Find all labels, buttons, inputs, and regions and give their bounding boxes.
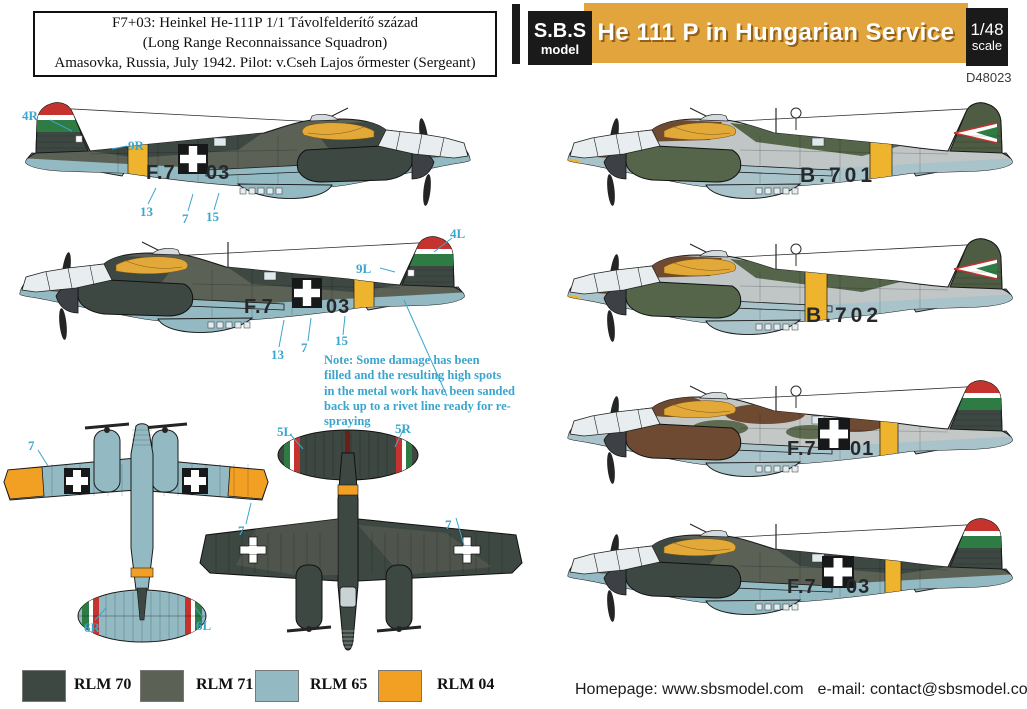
callout-label-9l-6: 9L (356, 261, 372, 276)
callout-label-7-10: 7 (28, 438, 35, 453)
callout-label-13-2: 13 (140, 204, 153, 219)
header-left-endcap (512, 4, 520, 64)
color-swatch-rlm70 (22, 670, 66, 702)
aircraft-profile-B701 (567, 102, 1013, 206)
code-r2: B.702 (806, 304, 883, 327)
scale-word: scale (971, 38, 1003, 54)
callout-label-7-8: 7 (301, 340, 308, 355)
brand-logo: S.B.S model (528, 11, 592, 65)
callout-label-4l-5: 4L (450, 226, 466, 241)
code-r3-suffix: 01 (850, 438, 875, 460)
plan-view-topside (199, 429, 523, 651)
brand-sub: model (540, 41, 580, 57)
color-swatch-rlm71 (140, 670, 184, 702)
callout-label-15-4: 15 (206, 209, 219, 224)
color-swatch-rlm65 (255, 670, 299, 702)
code-r1: B.701 (800, 164, 877, 187)
subject-line-1: F7+03: Heinkel He-111P 1/1 Távolfelderít… (111, 15, 419, 32)
code-l1-prefix: F.7 (146, 162, 176, 184)
scale-value: 1/48 (970, 19, 1004, 39)
footer: Homepage: www.sbsmodel.com e-mail: contac… (575, 681, 1027, 699)
aircraft-profile-F7-03-left-side (19, 236, 465, 340)
subject-line-2: (Long Range Reconnaissance Squadron) (142, 35, 388, 52)
aircraft-profile-B702 (567, 238, 1013, 342)
email-text: e-mail: contact@sbsmodel.com (817, 681, 1027, 698)
legend-label-rlm71: RLM 71 (196, 676, 254, 693)
callout-label-9r-1: 9R (128, 138, 144, 153)
note-text: Note: Some damage has been filled and th… (324, 353, 515, 428)
brand-name: S.B.S (533, 19, 587, 42)
code-r4-prefix: F.7 (787, 576, 817, 598)
plan-view-underside (3, 422, 269, 643)
callout-label-13-7: 13 (271, 347, 284, 362)
code-l2-suffix: 03 (326, 296, 351, 318)
callout-label-6r-12: 6R (84, 620, 100, 635)
callout-label-15-9: 15 (335, 333, 348, 348)
callout-label-5l-14: 5L (277, 424, 293, 439)
aircraft-profile-F7-03-side (567, 518, 1013, 622)
aircraft-profile-F7-03-right-side (25, 102, 471, 206)
code-l1-suffix: 03 (206, 162, 231, 184)
aircraft-profile-F7-01 (567, 380, 1013, 484)
code-l2-prefix: F.7 (244, 296, 274, 318)
subject-line-3: Amasovka, Russia, July 1942. Pilot: v.Cs… (54, 54, 476, 71)
code-r3-prefix: F.7 (787, 438, 817, 460)
code-r4-suffix: 03 (846, 576, 871, 598)
callout-label-7-11: 7 (238, 523, 245, 538)
callout-label-4r-0: 4R (22, 108, 38, 123)
homepage-text: Homepage: www.sbsmodel.com (575, 681, 804, 698)
legend-label-rlm70: RLM 70 (74, 676, 132, 693)
color-swatch-rlm04 (378, 670, 422, 702)
legend-label-rlm65: RLM 65 (310, 676, 368, 693)
product-code: D48023 (966, 70, 1012, 85)
sheet-title: He 111 P in Hungarian Service (597, 19, 955, 46)
legend-label-rlm04: RLM 04 (437, 676, 495, 693)
callout-label-7-16: 7 (445, 517, 452, 532)
header-orange-band (584, 3, 968, 63)
callout-label-7-3: 7 (182, 211, 189, 226)
callout-label-6l-13: 6L (196, 618, 212, 633)
subject-info-box: F7+03: Heinkel He-111P 1/1 Távolfelderít… (33, 11, 497, 77)
scale-box: 1/48 scale (966, 8, 1008, 66)
